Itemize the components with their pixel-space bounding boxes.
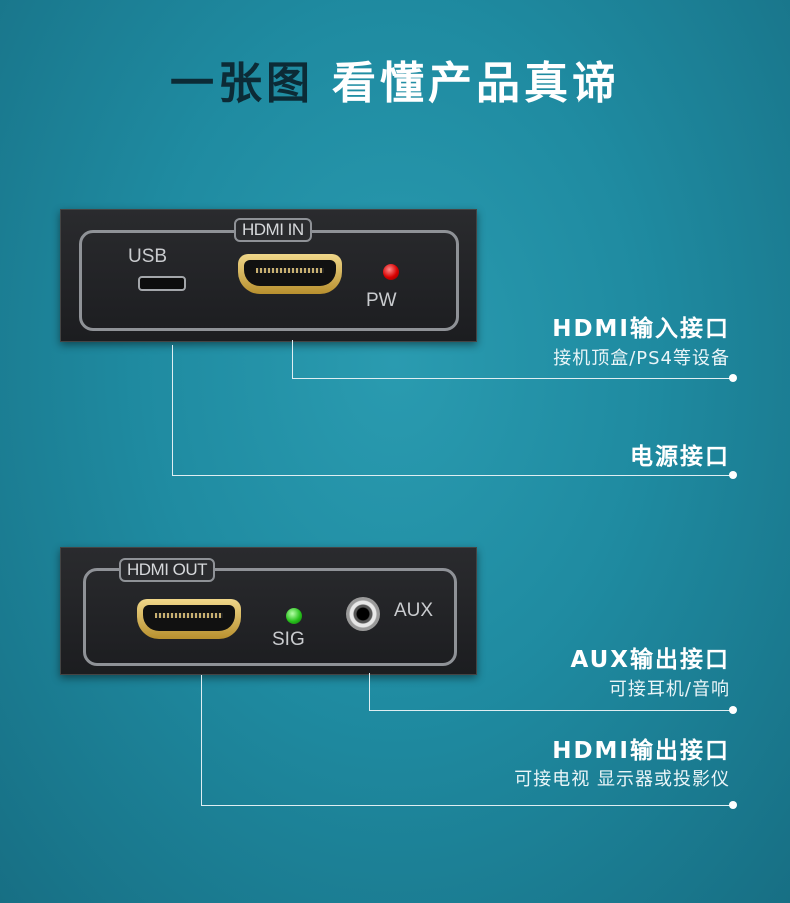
title-part-1: 一张图 — [170, 58, 314, 109]
callout-aux-title: AUX输出接口 — [570, 647, 730, 673]
hdmi-in-tag: HDMI IN — [234, 218, 312, 242]
micro-usb-port-icon[interactable] — [138, 276, 186, 291]
pw-label: PW — [366, 290, 397, 311]
callout-hdmi-out-subtitle: 可接电视 显示器或投影仪 — [514, 769, 730, 790]
hdmi-input-panel: HDMI IN USB PW — [60, 209, 477, 342]
leader-line-hdmi-in-horizontal — [292, 378, 733, 379]
leader-line-power-vertical — [172, 345, 173, 475]
leader-dot-aux — [729, 706, 737, 714]
hdmi-output-panel: HDMI OUT SIG AUX — [60, 547, 477, 675]
hdmi-in-port-icon[interactable] — [238, 254, 342, 294]
usb-label: USB — [128, 246, 168, 267]
page-title: 一张图看懂产品真谛 — [0, 62, 790, 106]
leader-line-hdmi-in-vertical — [292, 340, 293, 378]
leader-line-aux-horizontal — [369, 710, 733, 711]
hdmi-out-tag: HDMI OUT — [119, 558, 216, 582]
leader-line-hdmi-out-horizontal — [201, 805, 733, 806]
aux-jack-icon[interactable] — [346, 597, 380, 631]
leader-line-hdmi-out-vertical — [201, 675, 202, 805]
panel-outline — [83, 568, 457, 666]
callout-power-title: 电源接口 — [630, 444, 730, 470]
hdmi-out-port-icon[interactable] — [137, 599, 241, 639]
callout-hdmi-in-title: HDMI输入接口 — [552, 316, 730, 342]
leader-dot-hdmi-out — [729, 801, 737, 809]
leader-line-power-horizontal — [172, 475, 733, 476]
leader-line-aux-vertical — [369, 673, 370, 710]
aux-label: AUX — [394, 600, 434, 621]
sig-label: SIG — [272, 629, 305, 650]
leader-dot-hdmi-in — [729, 374, 737, 382]
callout-aux-subtitle: 可接耳机/音响 — [608, 679, 730, 700]
title-part-2: 看懂产品真谛 — [332, 58, 620, 109]
callout-hdmi-out-title: HDMI输出接口 — [552, 738, 730, 764]
power-led-icon — [383, 264, 399, 280]
signal-led-icon — [286, 608, 302, 624]
leader-dot-power — [729, 471, 737, 479]
callout-hdmi-in-subtitle: 接机顶盒/PS4等设备 — [553, 348, 730, 369]
